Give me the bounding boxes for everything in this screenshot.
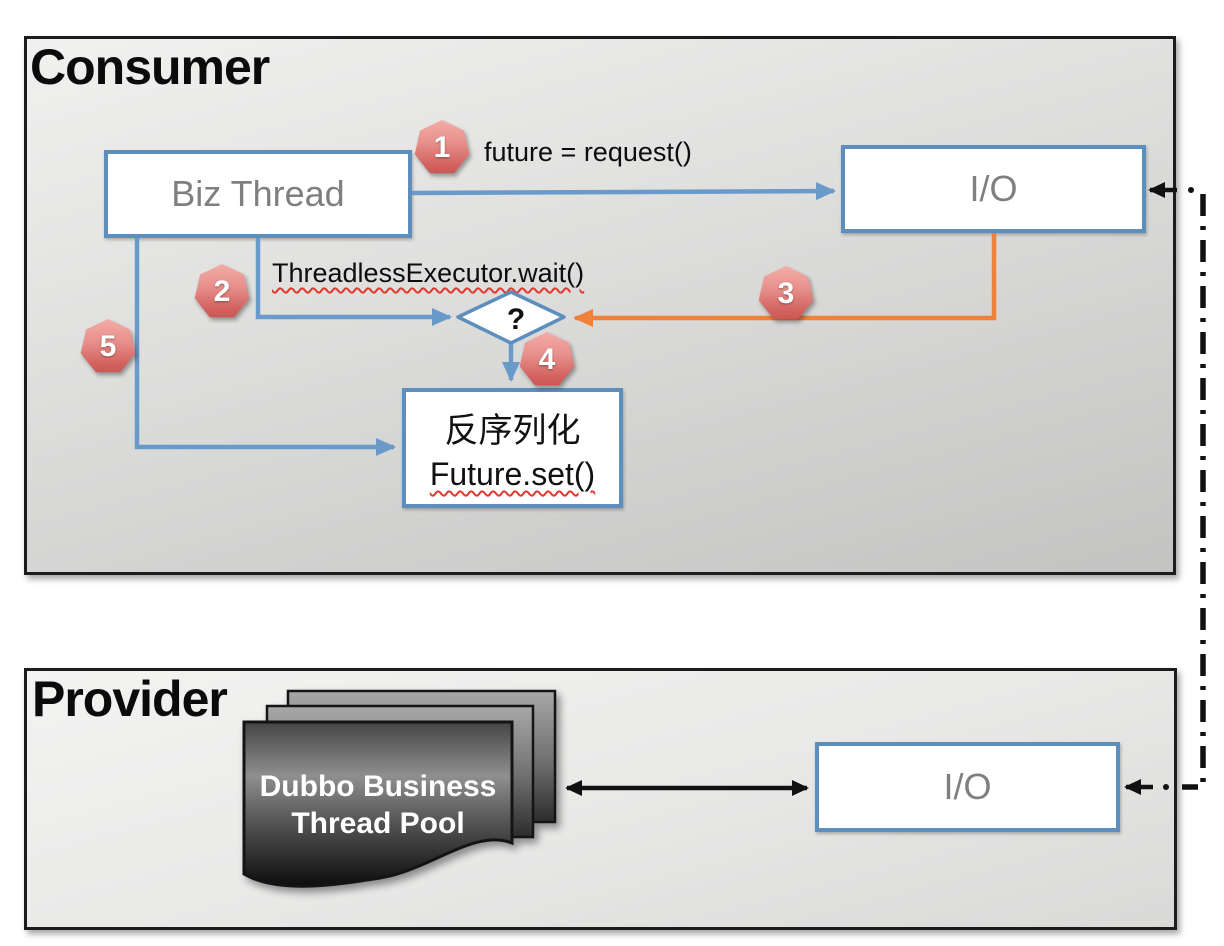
consumer-title: Consumer <box>30 39 270 95</box>
consumer-io-label: I/O <box>969 168 1018 209</box>
deserialize-line-cn: 反序列化 <box>444 412 581 450</box>
badge-1-number: 1 <box>433 131 451 164</box>
thread-pool-label-line2: Thread Pool <box>291 807 464 840</box>
badge-step-1: 1 <box>414 120 470 176</box>
deserialize-box: 反序列化 Future.set() <box>402 388 623 508</box>
biz-thread-label: Biz Thread <box>171 173 345 214</box>
badge-2-number: 2 <box>213 275 231 308</box>
thread-pool-stack: Dubbo Business Thread Pool <box>242 689 557 888</box>
provider-io-box: I/O <box>815 742 1120 832</box>
biz-thread-box: Biz Thread <box>104 150 412 238</box>
deserialize-line-call: Future.set() <box>429 456 596 492</box>
request-call-label: future = request() <box>484 137 692 167</box>
badge-step-3: 3 <box>758 266 814 322</box>
thread-pool-label-line1: Dubbo Business <box>260 770 497 803</box>
badge-4-number: 4 <box>538 343 556 376</box>
threadless-wait-label: ThreadlessExecutor.wait() <box>272 258 585 288</box>
badge-step-5: 5 <box>80 319 136 375</box>
provider-title: Provider <box>32 671 228 727</box>
thread-pool-card-front <box>242 720 514 888</box>
badge-step-4: 4 <box>519 332 575 388</box>
badge-3-number: 3 <box>777 277 795 310</box>
badge-5-number: 5 <box>99 330 117 363</box>
provider-io-label: I/O <box>943 766 992 807</box>
badge-step-2: 2 <box>194 264 250 320</box>
dashdot-dot-top <box>1188 187 1194 193</box>
dashdot-link-line <box>1182 194 1206 790</box>
consumer-io-box: I/O <box>841 145 1146 233</box>
